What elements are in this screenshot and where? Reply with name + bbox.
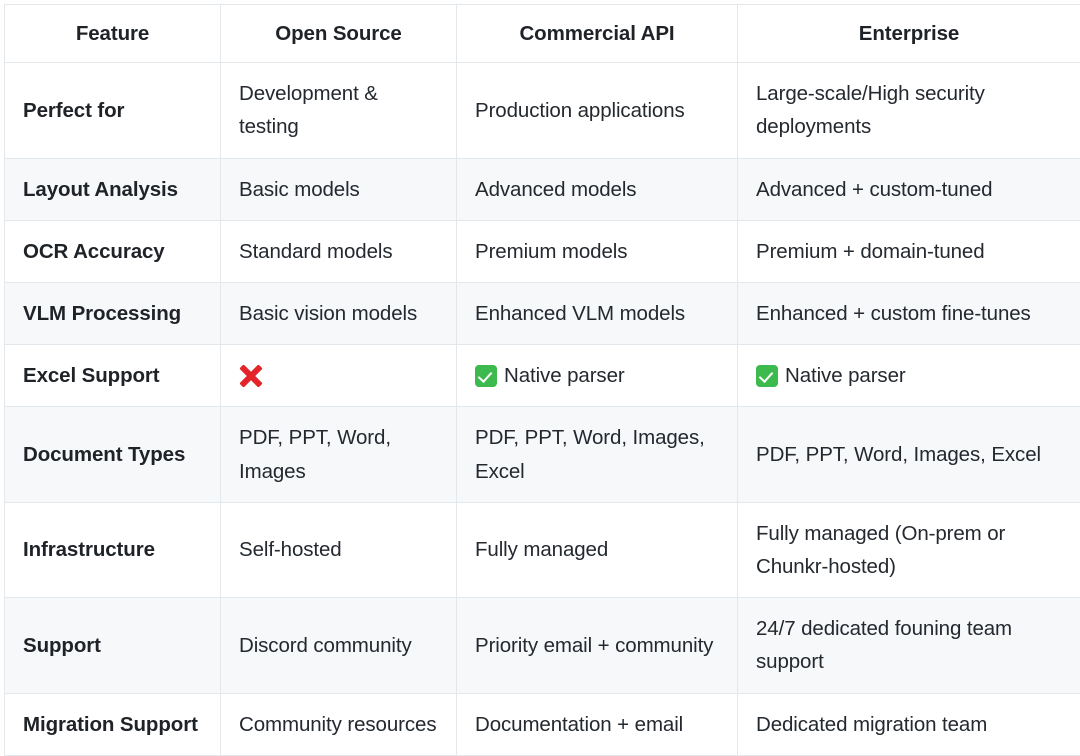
row-feature-label: Infrastructure: [5, 502, 221, 597]
cell-enterprise: Large-scale/High security deployments: [738, 63, 1080, 158]
table-row: Document Types PDF, PPT, Word, Images PD…: [5, 407, 1080, 502]
cell-commercial-api: Native parser: [457, 345, 738, 407]
cell-open-source: Community resources: [221, 693, 457, 755]
row-feature-label: VLM Processing: [5, 283, 221, 345]
table-header: Feature Open Source Commercial API Enter…: [5, 5, 1080, 63]
table-row: OCR Accuracy Standard models Premium mod…: [5, 220, 1080, 282]
cell-commercial-api: Documentation + email: [457, 693, 738, 755]
header-row: Feature Open Source Commercial API Enter…: [5, 5, 1080, 63]
cross-mark-icon: [239, 364, 262, 387]
cell-enterprise: Advanced + custom-tuned: [738, 158, 1080, 220]
row-feature-label: Migration Support: [5, 693, 221, 755]
cell-enterprise: Native parser: [738, 345, 1080, 407]
cell-open-source: Discord community: [221, 598, 457, 693]
cell-commercial-api: Production applications: [457, 63, 738, 158]
row-feature-label: Excel Support: [5, 345, 221, 407]
table-row: VLM Processing Basic vision models Enhan…: [5, 283, 1080, 345]
cell-open-source: Self-hosted: [221, 502, 457, 597]
cell-enterprise: Dedicated migration team: [738, 693, 1080, 755]
cell-open-source: Basic vision models: [221, 283, 457, 345]
table-row: Migration Support Community resources Do…: [5, 693, 1080, 755]
row-feature-label: Document Types: [5, 407, 221, 502]
cell-open-source: Development & testing: [221, 63, 457, 158]
table-body: Perfect for Development & testing Produc…: [5, 63, 1080, 756]
table-row: Perfect for Development & testing Produc…: [5, 63, 1080, 158]
cell-commercial-api: Fully managed: [457, 502, 738, 597]
table-row: Excel Support Native parser Native parse…: [5, 345, 1080, 407]
row-feature-label: Perfect for: [5, 63, 221, 158]
cell-open-source: Basic models: [221, 158, 457, 220]
check-mark-button-icon: [756, 365, 778, 387]
column-header-open-source: Open Source: [221, 5, 457, 63]
cell-open-source: Standard models: [221, 220, 457, 282]
table-row: Support Discord community Priority email…: [5, 598, 1080, 693]
cell-commercial-api: Priority email + community: [457, 598, 738, 693]
cell-enterprise: Fully managed (On-prem or Chunkr-hosted): [738, 502, 1080, 597]
table-row: Layout Analysis Basic models Advanced mo…: [5, 158, 1080, 220]
row-feature-label: OCR Accuracy: [5, 220, 221, 282]
cell-enterprise: Enhanced + custom fine-tunes: [738, 283, 1080, 345]
column-header-commercial-api: Commercial API: [457, 5, 738, 63]
cell-commercial-api: PDF, PPT, Word, Images, Excel: [457, 407, 738, 502]
cell-enterprise: Premium + domain-tuned: [738, 220, 1080, 282]
feature-comparison-table: Feature Open Source Commercial API Enter…: [4, 4, 1080, 756]
row-feature-label: Layout Analysis: [5, 158, 221, 220]
cell-commercial-api-label: Native parser: [504, 359, 625, 392]
table-row: Infrastructure Self-hosted Fully managed…: [5, 502, 1080, 597]
cell-enterprise: PDF, PPT, Word, Images, Excel: [738, 407, 1080, 502]
cell-open-source: PDF, PPT, Word, Images: [221, 407, 457, 502]
cell-commercial-api: Enhanced VLM models: [457, 283, 738, 345]
row-feature-label: Support: [5, 598, 221, 693]
cell-commercial-api: Premium models: [457, 220, 738, 282]
column-header-enterprise: Enterprise: [738, 5, 1080, 63]
cell-enterprise: 24/7 dedicated founing team support: [738, 598, 1080, 693]
cell-enterprise-label: Native parser: [785, 359, 906, 392]
cell-open-source: [221, 345, 457, 407]
cell-commercial-api: Advanced models: [457, 158, 738, 220]
check-mark-button-icon: [475, 365, 497, 387]
column-header-feature: Feature: [5, 5, 221, 63]
